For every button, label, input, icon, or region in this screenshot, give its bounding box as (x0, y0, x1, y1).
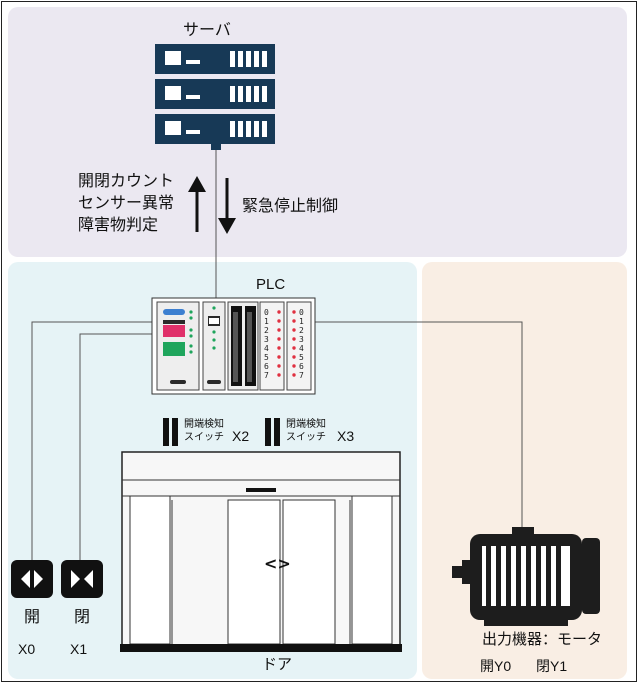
open-limit-switch-subtitle: スイッチ (184, 432, 224, 443)
plc-terminal-number: 2 (264, 326, 269, 335)
upload-line-sensor: センサー異常 (78, 193, 175, 212)
plc-terminal-number: 6 (299, 362, 304, 371)
upload-data-label: 開閉カウント センサー異常 障害物判定 (78, 170, 174, 236)
close-limit-switch-subtitle: スイッチ (286, 432, 326, 443)
motor-output-close-address: Y1 (550, 658, 568, 674)
upload-line-count: 開閉カウント (78, 171, 175, 190)
close-button-icon (61, 560, 103, 598)
close-button-label: 閉 (74, 607, 91, 626)
download-arrow (218, 178, 236, 234)
plc-terminal-number: 1 (264, 317, 269, 326)
plc-terminal-number: 0 (299, 308, 304, 317)
motor-output-close: 閉Y1 (536, 656, 567, 676)
door-label: ドア (262, 655, 293, 673)
plc-terminal-number: 2 (299, 326, 304, 335)
emergency-stop-label: 緊急停止制御 (242, 196, 339, 215)
close-limit-switch-icon (265, 418, 280, 446)
plc-terminal-number: 4 (264, 344, 269, 353)
close-limit-switch-label: 閉端検知 スイッチ (286, 418, 326, 444)
close-button-address: X1 (70, 641, 88, 657)
motor-output-open-address: Y0 (494, 658, 512, 674)
server-icon (155, 44, 275, 150)
plc-terminal-number: 5 (264, 353, 269, 362)
motor-label: 出力機器：モータ (482, 630, 603, 648)
open-limit-switch-label: 開端検知 スイッチ (184, 418, 224, 444)
plc-terminal-number: 6 (264, 362, 269, 371)
server-label: サーバ (183, 20, 231, 39)
open-limit-switch-title: 開端検知 (184, 419, 224, 430)
motor-output-open-label: 開 (480, 659, 494, 675)
close-limit-switch-address: X3 (337, 428, 355, 444)
motor-icon (452, 527, 600, 626)
open-button-icon (11, 560, 53, 598)
plc-terminal-number: 5 (299, 353, 304, 362)
door-slide-arrow: <> (264, 554, 291, 573)
door-icon (120, 451, 402, 652)
plc-terminal-number: 7 (299, 371, 304, 380)
close-limit-switch-title: 閉端検知 (286, 419, 326, 430)
server-area-panel (8, 7, 627, 257)
open-button-label: 開 (24, 607, 41, 626)
open-button-address: X0 (18, 641, 36, 657)
plc-terminal-number: 4 (299, 344, 304, 353)
plc-terminal-number: 3 (264, 335, 269, 344)
plc-terminal-number: 3 (299, 335, 304, 344)
open-limit-switch-address: X2 (232, 428, 250, 444)
plc-terminal-number: 0 (264, 308, 269, 317)
plc-terminal-number: 1 (299, 317, 304, 326)
motor-output-open: 開Y0 (480, 656, 511, 676)
open-limit-switch-icon (163, 418, 178, 446)
upload-arrow (188, 176, 206, 232)
motor-output-close-label: 閉 (536, 659, 550, 675)
upload-line-obstacle: 障害物判定 (78, 215, 159, 234)
plc-label: PLC (256, 276, 286, 293)
plc-terminal-number: 7 (264, 371, 269, 380)
